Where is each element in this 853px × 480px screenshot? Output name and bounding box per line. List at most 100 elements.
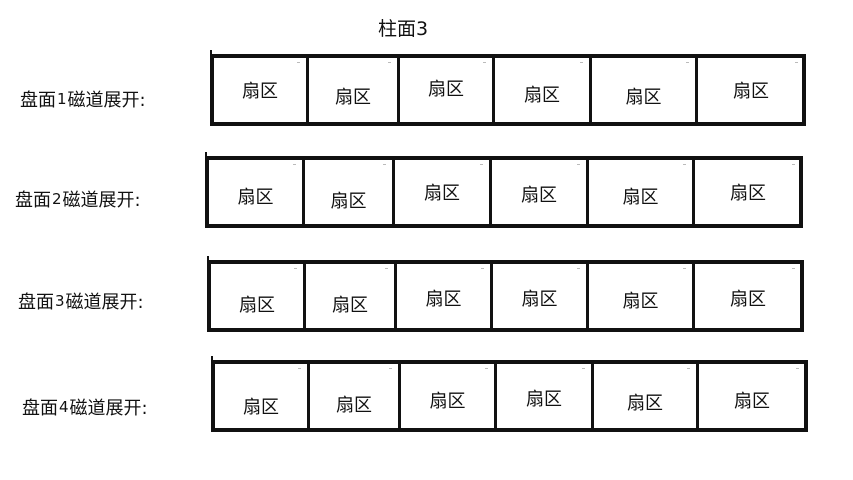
- sector-label: 扇区: [242, 81, 278, 102]
- disk-number: 2: [52, 190, 62, 208]
- sector: 扇区: [497, 364, 594, 428]
- sector-mark: [686, 62, 689, 63]
- sector: 扇区: [306, 264, 397, 328]
- sector-label: 扇区: [521, 185, 557, 206]
- sector-mark: [683, 164, 686, 165]
- sector-label: 扇区: [730, 183, 766, 204]
- sector: 扇区: [492, 160, 589, 224]
- sector: 扇区: [309, 58, 400, 122]
- track-row-1: 盘面1磁道展开: 扇区 扇区 扇区 扇区 扇区 扇区: [0, 50, 853, 140]
- sector-label: 扇区: [424, 183, 460, 204]
- sector-mark: [298, 368, 301, 369]
- sector: 扇区: [695, 264, 801, 328]
- sector: 扇区: [493, 264, 589, 328]
- disk-label: 盘面: [22, 398, 58, 419]
- sector-label: 扇区: [524, 85, 560, 106]
- sector-mark: [577, 164, 580, 165]
- sector: 扇区: [215, 364, 310, 428]
- track-expand-label: 磁道展开:: [67, 90, 146, 111]
- sector: 扇区: [695, 160, 801, 224]
- disk-label: 盘面: [20, 90, 56, 111]
- sector-label: 扇区: [429, 391, 466, 412]
- sector-label: 扇区: [622, 187, 659, 208]
- track-expand-label: 磁道展开:: [62, 190, 141, 211]
- track-strip: 扇区 扇区 扇区 扇区 扇区 扇区: [205, 152, 803, 228]
- track-strip: 扇区 扇区 扇区 扇区 扇区 扇区: [210, 50, 806, 126]
- track-strip: 扇区 扇区 扇区 扇区 扇区 扇区: [211, 356, 808, 432]
- sector: 扇区: [211, 264, 306, 328]
- sector-mark: [485, 368, 488, 369]
- track-label: 盘面4磁道展开:: [22, 396, 148, 420]
- sector-label: 扇区: [330, 191, 367, 212]
- sector: 扇区: [214, 58, 309, 122]
- sector-mark: [389, 368, 392, 369]
- sector-label: 扇区: [627, 393, 663, 414]
- sector-label: 扇区: [239, 295, 275, 316]
- track-row-3: 盘面3磁道展开: 扇区 扇区 扇区 扇区 扇区 扇区: [0, 256, 853, 346]
- sector-mark: [792, 164, 795, 165]
- sector: 扇区: [401, 364, 497, 428]
- sector-mark: [388, 62, 391, 63]
- sector-mark: [297, 62, 300, 63]
- sector: 扇区: [589, 160, 695, 224]
- sector-label: 扇区: [428, 79, 464, 100]
- sector: 扇区: [495, 58, 592, 122]
- sector-mark: [687, 368, 690, 369]
- sector-mark: [580, 62, 583, 63]
- sector: 扇区: [397, 264, 493, 328]
- track-expand-label: 磁道展开:: [65, 292, 144, 313]
- sector-mark: [796, 368, 799, 369]
- track-label: 盘面1磁道展开:: [20, 88, 146, 112]
- sector-label: 扇区: [332, 295, 368, 316]
- sector-mark: [383, 164, 386, 165]
- sector-label: 扇区: [526, 389, 562, 410]
- track-start-mark: [210, 50, 212, 56]
- sector-label: 扇区: [237, 187, 274, 208]
- sector: 扇区: [699, 364, 805, 428]
- track-start-mark: [205, 152, 207, 158]
- track-strip: 扇区 扇区 扇区 扇区 扇区 扇区: [207, 256, 804, 332]
- sector: 扇区: [589, 264, 695, 328]
- track-label: 盘面3磁道展开:: [18, 290, 144, 314]
- disk-label: 盘面: [18, 292, 54, 313]
- disk-number: 3: [55, 292, 65, 310]
- disk-label: 盘面: [15, 190, 51, 211]
- sector: 扇区: [592, 58, 698, 122]
- cylinder-title: 柱面3: [378, 18, 429, 40]
- sector: 扇区: [209, 160, 305, 224]
- sector-label: 扇区: [734, 391, 770, 412]
- sector-label: 扇区: [730, 289, 766, 310]
- sector-mark: [792, 268, 795, 269]
- track-label: 盘面2磁道展开:: [15, 188, 141, 212]
- disk-number: 4: [59, 398, 69, 416]
- sector-mark: [294, 268, 297, 269]
- sector: 扇区: [698, 58, 804, 122]
- sector: 扇区: [310, 364, 401, 428]
- sector-mark: [481, 268, 484, 269]
- track-expand-label: 磁道展开:: [69, 398, 148, 419]
- sector: 扇区: [400, 58, 495, 122]
- track-row-2: 盘面2磁道展开: 扇区 扇区 扇区 扇区 扇区 扇区: [0, 152, 853, 242]
- sector-label: 扇区: [733, 81, 769, 102]
- sector: 扇区: [305, 160, 395, 224]
- sector-label: 扇区: [622, 291, 659, 312]
- sector-mark: [795, 62, 798, 63]
- sector-mark: [582, 368, 585, 369]
- sector: 扇区: [395, 160, 492, 224]
- track-row-4: 盘面4磁道展开: 扇区 扇区 扇区 扇区 扇区 扇区: [0, 356, 853, 446]
- sector-mark: [385, 268, 388, 269]
- sector-mark: [577, 268, 580, 269]
- track-start-mark: [211, 356, 213, 362]
- sector-mark: [483, 62, 486, 63]
- track-start-mark: [207, 256, 209, 262]
- sector-label: 扇区: [336, 395, 372, 416]
- sector-label: 扇区: [625, 87, 662, 108]
- sector: 扇区: [594, 364, 699, 428]
- sector-label: 扇区: [335, 87, 371, 108]
- sector-label: 扇区: [243, 397, 279, 418]
- sector-mark: [480, 164, 483, 165]
- sector-mark: [683, 268, 686, 269]
- disk-number: 1: [57, 90, 67, 108]
- sector-label: 扇区: [521, 289, 558, 310]
- sector-label: 扇区: [425, 289, 462, 310]
